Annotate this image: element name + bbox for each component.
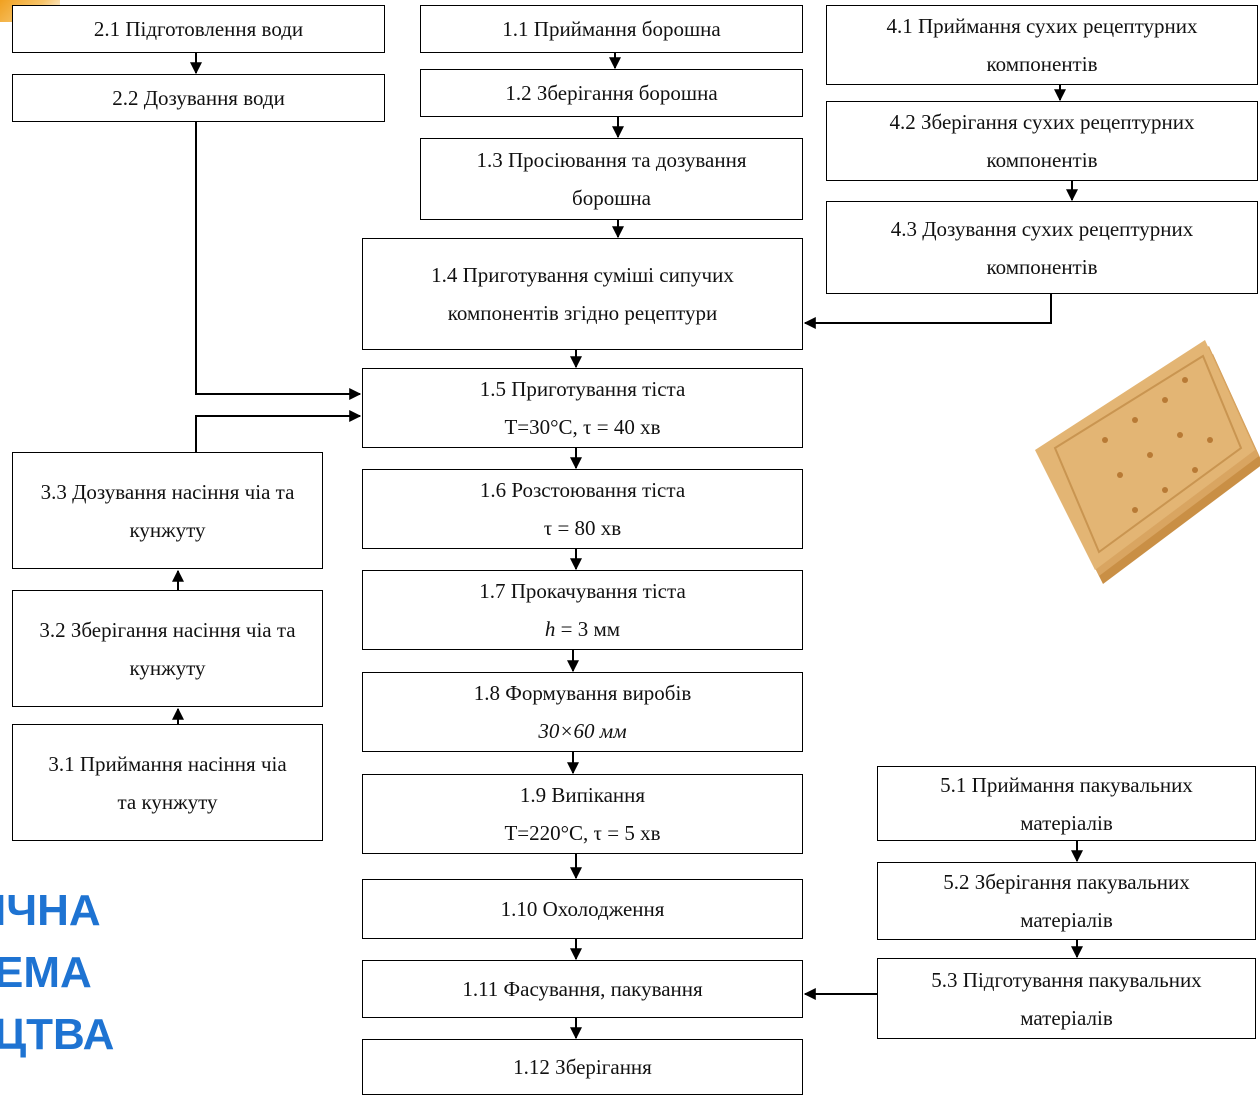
box-1-1-label: 1.1 Приймання борошна xyxy=(502,17,721,41)
box-1-4-label: 1.4 Приготування суміші сипучих компонен… xyxy=(431,263,734,325)
box-1-4: 1.4 Приготування суміші сипучих компонен… xyxy=(362,238,803,350)
box-1-6-param: τ = 80 хв xyxy=(543,516,622,540)
cracker-illustration xyxy=(1035,340,1260,584)
box-1-2: 1.2 Зберігання борошна xyxy=(420,69,803,117)
box-3-3-label: 3.3 Дозування насіння чіа та кунжуту xyxy=(40,479,295,542)
box-1-9-param: T=220°C, τ = 5 хв xyxy=(504,821,661,845)
box-2-1: 2.1 Підготовлення води xyxy=(12,5,385,53)
box-1-8: 1.8 Формування виробів 30×60 мм xyxy=(362,672,803,752)
box-1-3-label: 1.3 Просіювання та дозування борошна xyxy=(476,148,747,210)
box-1-12-label: 1.12 Зберігання xyxy=(513,1055,652,1079)
box-1-7-param: h = 3 мм xyxy=(545,610,620,648)
box-1-5-title: 1.5 Приготування тіста xyxy=(479,377,686,401)
box-3-1-label: 3.1 Приймання насіння чіа та кунжуту xyxy=(48,751,287,814)
box-2-1-label: 2.1 Підготовлення води xyxy=(93,17,304,41)
box-1-11: 1.11 Фасування, пакування xyxy=(362,960,803,1018)
box-4-2-label: 4.2 Зберігання сухих рецептурних компоне… xyxy=(889,110,1195,172)
box-2-2-label: 2.2 Дозування води xyxy=(112,86,285,110)
box-1-6-title: 1.6 Розстоювання тіста xyxy=(479,478,686,502)
slide-title: ІЧНА ЕМА ЦТВА xyxy=(0,880,114,1066)
box-3-1: 3.1 Приймання насіння чіа та кунжуту xyxy=(12,724,323,841)
box-3-2-label: 3.2 Зберігання насіння чіа та кунжуту xyxy=(39,617,296,680)
box-1-8-param: 30×60 мм xyxy=(538,719,627,743)
box-5-3-label: 5.3 Підготування пакувальних матеріалів xyxy=(931,967,1202,1030)
box-1-3: 1.3 Просіювання та дозування борошна xyxy=(420,138,803,220)
box-4-3-label: 4.3 Дозування сухих рецептурних компонен… xyxy=(890,216,1194,279)
box-1-1: 1.1 Приймання борошна xyxy=(420,5,803,53)
box-4-3: 4.3 Дозування сухих рецептурних компонен… xyxy=(826,201,1258,294)
box-1-7-param-rest: = 3 мм xyxy=(555,617,621,641)
box-4-2: 4.2 Зберігання сухих рецептурних компоне… xyxy=(826,101,1258,181)
box-1-8-title: 1.8 Формування виробів xyxy=(473,681,692,705)
box-2-2: 2.2 Дозування води xyxy=(12,74,385,122)
title-line-3: ЦТВА xyxy=(0,1010,115,1059)
box-4-1: 4.1 Приймання сухих рецептурних компонен… xyxy=(826,5,1258,85)
title-line-2: ЕМА xyxy=(0,948,92,997)
box-5-1-label: 5.1 Приймання пакувальних матеріалів xyxy=(940,772,1193,835)
box-1-7: 1.7 Прокачування тіста h = 3 мм xyxy=(362,570,803,650)
box-1-7-param-var: h xyxy=(544,617,556,641)
box-1-2-label: 1.2 Зберігання борошна xyxy=(505,81,718,105)
box-1-11-label: 1.11 Фасування, пакування xyxy=(462,977,703,1001)
box-1-10-label: 1.10 Охолодження xyxy=(500,897,665,921)
arrow-2-2-to-1-5 xyxy=(195,122,362,400)
box-1-5-param: T=30°C, τ = 40 хв xyxy=(504,415,661,439)
box-1-5: 1.5 Приготування тіста T=30°C, τ = 40 хв xyxy=(362,368,803,448)
box-5-2: 5.2 Зберігання пакувальних матеріалів xyxy=(877,862,1256,940)
arrow-4-3-to-1-4 xyxy=(803,294,1052,329)
box-3-3: 3.3 Дозування насіння чіа та кунжуту xyxy=(12,452,323,569)
box-5-3: 5.3 Підготування пакувальних матеріалів xyxy=(877,958,1256,1039)
title-line-1: ІЧНА xyxy=(0,886,101,935)
box-1-9: 1.9 Випікання T=220°C, τ = 5 хв xyxy=(362,774,803,854)
arrow-3-3-to-1-5 xyxy=(195,410,362,452)
box-1-12: 1.12 Зберігання xyxy=(362,1039,803,1095)
box-1-7-title: 1.7 Прокачування тіста xyxy=(479,579,686,603)
box-3-2: 3.2 Зберігання насіння чіа та кунжуту xyxy=(12,590,323,707)
box-1-9-title: 1.9 Випікання xyxy=(519,783,646,807)
box-5-1: 5.1 Приймання пакувальних матеріалів xyxy=(877,766,1256,841)
box-4-1-label: 4.1 Приймання сухих рецептурних компонен… xyxy=(886,14,1198,76)
box-5-2-label: 5.2 Зберігання пакувальних матеріалів xyxy=(943,870,1190,932)
box-1-6: 1.6 Розстоювання тіста τ = 80 хв xyxy=(362,469,803,549)
box-1-10: 1.10 Охолодження xyxy=(362,879,803,939)
